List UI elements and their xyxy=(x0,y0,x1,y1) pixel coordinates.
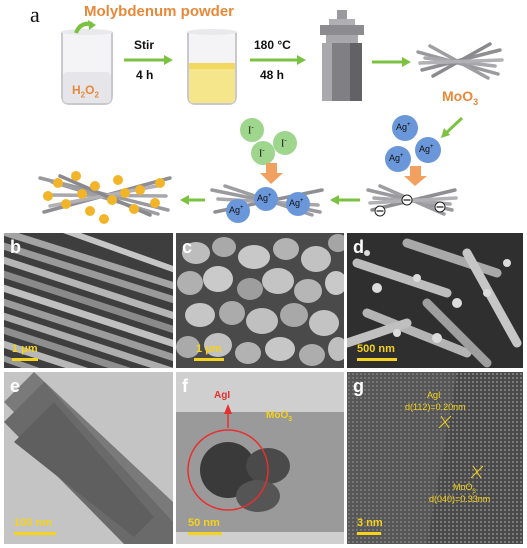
moo3-label-g: MoO3 xyxy=(453,482,476,495)
panel-letter-b: b xyxy=(10,237,21,257)
h2o2-h: H xyxy=(72,83,81,97)
stir-label: Stir xyxy=(134,38,155,52)
h2o2-o: O xyxy=(85,83,95,97)
iodide-label-1: I- xyxy=(248,123,254,137)
ag-rod-label-1: Ag+ xyxy=(229,205,244,215)
scale-label-d: 500 nm xyxy=(357,343,395,355)
molybdenum-label: Molybdenum powder xyxy=(84,3,234,20)
agi-moo3-composite xyxy=(38,171,172,224)
i-text: I xyxy=(248,125,252,137)
iodide-label-3: I- xyxy=(259,146,265,160)
scalebar-g xyxy=(357,532,381,535)
moo3-negative-rods xyxy=(366,184,458,217)
panel-letter-d: d xyxy=(353,237,364,257)
scale-label-b: 1 μm xyxy=(12,343,38,355)
ag-label-3: Ag+ xyxy=(389,153,404,163)
moo3-scheme-label: MoO3 xyxy=(442,88,478,107)
scheme-panel: a xyxy=(0,0,527,230)
ag-text: Ag xyxy=(396,122,408,132)
moo3-text: MoO xyxy=(442,88,474,104)
iodide-ions xyxy=(240,118,297,165)
ag-rod-label-2: Ag+ xyxy=(257,193,272,203)
scale-label-f: 50 nm xyxy=(188,517,220,529)
scale-label-e: 100 nm xyxy=(14,517,52,529)
moo3-label-f: MoO3 xyxy=(266,410,292,423)
i-text: I xyxy=(281,138,285,150)
moo3-sub: 3 xyxy=(473,96,479,107)
moo3-d-label-g: d(040)=0.33nm xyxy=(429,494,491,504)
panel-letter-e: e xyxy=(10,376,21,396)
h2o2-label: H2O2 xyxy=(72,83,99,99)
hrtem-lattice-texture xyxy=(347,372,523,544)
tem-rod-texture xyxy=(4,372,173,544)
moo3-f-sub: 3 xyxy=(288,416,293,423)
ag-text: Ag xyxy=(389,153,401,163)
ag-text: Ag xyxy=(229,205,241,215)
agi-label-f: AgI xyxy=(214,390,231,401)
beaker-h2o2 xyxy=(61,29,113,105)
panel-letter-c: c xyxy=(182,237,193,257)
ag-label-1: Ag+ xyxy=(396,122,411,132)
sem-rods-texture xyxy=(4,233,173,368)
i-text: I xyxy=(259,148,263,160)
sem-mixed-texture xyxy=(347,238,522,368)
ag-label-2: Ag+ xyxy=(419,144,434,154)
agi-d-label-g: d(112)=0.20nm xyxy=(405,402,466,412)
panel-letter-f: f xyxy=(182,376,188,396)
stir-time-label: 4 h xyxy=(136,68,154,82)
moo3-g-text: MoO xyxy=(453,482,473,492)
ag-text: Ag xyxy=(257,193,269,203)
ag-rod-label-3: Ag+ xyxy=(289,198,304,208)
autoclave xyxy=(320,10,364,101)
temp-label: 180 °C xyxy=(254,38,291,52)
panel-f-tem: f AgI MoO3 50 nm xyxy=(176,372,344,544)
moo3-f-text: MoO xyxy=(266,410,289,421)
panel-d-sem: d 500 nm xyxy=(347,233,523,368)
panel-b-sem: b 1 μm xyxy=(4,233,173,368)
lattice-marker-moo3 xyxy=(470,465,484,479)
beaker-yellow xyxy=(187,29,237,105)
scale-label-c: 1 μm xyxy=(196,343,222,355)
sem-particles-texture xyxy=(176,234,344,366)
ag-text: Ag xyxy=(289,198,301,208)
scalebar-d xyxy=(357,358,397,361)
iodide-label-2: I- xyxy=(281,136,287,150)
lattice-marker-agi xyxy=(438,415,452,429)
moo3-g-sub: 3 xyxy=(472,488,476,495)
h2o2-sub1: 2 xyxy=(80,90,86,100)
panel-g-hrtem: g AgI d(112)=0.20nm MoO3 d(040)=0.33nm 3… xyxy=(347,372,523,544)
scheme-drawing xyxy=(38,10,504,224)
ag-text: Ag xyxy=(419,144,431,154)
tem-particle-texture xyxy=(176,404,344,532)
scalebar-e xyxy=(14,532,56,535)
panel-letter-g: g xyxy=(353,376,364,396)
agi-label-g: AgI xyxy=(427,390,441,400)
panel-e-tem: e 100 nm xyxy=(4,372,173,544)
moo3-nanorods xyxy=(416,42,504,80)
panel-c-sem: c 1 μm xyxy=(176,233,344,368)
h2o2-sub2: 2 xyxy=(94,90,99,100)
scalebar-c xyxy=(194,358,224,361)
moo3-ag-rods xyxy=(210,184,324,223)
scale-label-g: 3 nm xyxy=(357,517,383,529)
scalebar-f xyxy=(188,532,222,535)
ag-ions-right xyxy=(385,115,441,172)
panel-letter-a: a xyxy=(30,2,40,27)
scalebar-b xyxy=(12,358,38,361)
temp-time-label: 48 h xyxy=(260,68,285,82)
